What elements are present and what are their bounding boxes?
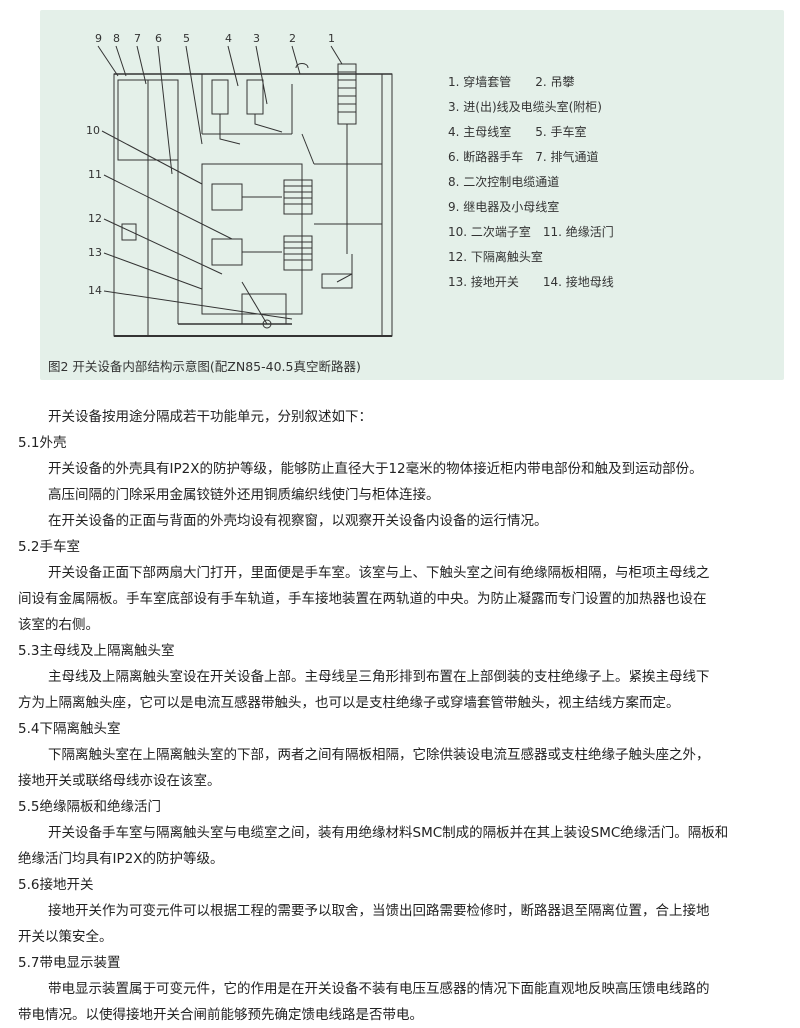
paragraph: 高压间隔的门除采用金属铰链外还用铜质编织线使门与柜体连接。 [48,487,440,503]
callout-8: 8 [113,32,120,45]
paragraph: 间设有金属隔板。手车室底部设有手车轨道，手车接地装置在两轨道的中央。为防止凝露而… [18,591,707,607]
top-callouts: 9 8 7 6 5 4 3 2 1 [95,32,335,45]
section-title-5-1: 5.1外壳 [18,435,67,451]
paragraph: 开关设备手车室与隔离触头室与电缆室之间，装有用绝缘材料SMC制成的隔板并在其上装… [48,825,729,841]
callout-4: 4 [225,32,232,45]
callout-7: 7 [134,32,141,45]
section-title-5-6: 5.6接地开关 [18,877,94,893]
callout-5: 5 [183,32,190,45]
legend-item: 13. 接地开关 14. 接地母线 [448,275,614,289]
paragraph: 接地开关或联络母线亦设在该室。 [18,773,221,789]
figure-caption: 图2 开关设备内部结构示意图(配ZN85-40.5真空断路器) [48,359,361,374]
legend-item: 9. 继电器及小母线室 [448,200,560,214]
paragraph: 下隔离触头室在上隔离触头室的下部，两者之间有隔板相隔，它除供装设电流互感器或支柱… [48,747,710,763]
paragraph: 接地开关作为可变元件可以根据工程的需要予以取舍，当馈出回路需要检修时，断路器退至… [48,903,710,919]
document-body: 开关设备按用途分隔成若干功能单元，分别叙述如下： 5.1外壳 开关设备的外壳具有… [18,404,788,1028]
callout-3: 3 [253,32,260,45]
paragraph: 主母线及上隔离触头室设在开关设备上部。主母线呈三角形排到布置在上部倒装的支柱绝缘… [48,669,710,685]
intro-paragraph: 开关设备按用途分隔成若干功能单元，分别叙述如下： [48,409,372,425]
paragraph: 开关以策安全。 [18,929,113,945]
switchgear-cross-section-drawing: 9 8 7 6 5 4 3 2 1 10 11 12 13 14 [86,32,432,354]
section-title-5-5: 5.5绝缘隔板和绝缘活门 [18,799,161,815]
callout-11: 11 [88,168,102,181]
legend-item: 6. 断路器手车 7. 排气通道 [448,150,599,164]
callout-14: 14 [88,284,102,297]
section-title-5-4: 5.4下隔离触头室 [18,721,121,737]
legend-item: 1. 穿墙套管 2. 吊攀 [448,75,575,89]
drawing-lines [98,46,392,336]
paragraph: 在开关设备的正面与背面的外壳均设有视察窗，以观察开关设备内设备的运行情况。 [48,513,548,529]
lower-contact-insulator [284,236,312,270]
legend-item: 10. 二次端子室 11. 绝缘活门 [448,225,614,239]
legend-item: 8. 二次控制电缆通道 [448,175,560,189]
upper-contact-insulator [284,180,312,214]
callout-10: 10 [86,124,100,137]
legend-item: 3. 进(出)线及电缆头室(附柜) [448,100,602,114]
paragraph: 绝缘活门均具有IP2X的防护等级。 [18,851,224,867]
legend: 1. 穿墙套管 2. 吊攀 3. 进(出)线及电缆头室(附柜) 4. 主母线室 … [448,70,778,295]
callout-12: 12 [88,212,102,225]
paragraph: 方为上隔离触头座，它可以是电流互感器带触头，也可以是支柱绝缘子或穿墙套管带触头，… [18,695,680,711]
legend-item: 4. 主母线室 5. 手车室 [448,125,587,139]
callout-2: 2 [289,32,296,45]
section-title-5-3: 5.3主母线及上隔离触头室 [18,643,175,659]
legend-item: 12. 下隔离触头室 [448,250,543,264]
figure-panel: 9 8 7 6 5 4 3 2 1 10 11 12 13 14 [40,10,784,380]
section-title-5-2: 5.2手车室 [18,539,80,555]
wall-bushing [338,64,356,254]
paragraph: 带电显示装置属于可变元件，它的作用是在开关设备不装有电压互感器的情况下面能直观地… [48,981,710,997]
left-callouts: 10 11 12 13 14 [86,124,102,297]
section-title-5-7: 5.7带电显示装置 [18,955,121,971]
paragraph: 该室的右侧。 [18,617,99,633]
paragraph: 开关设备的外壳具有IP2X的防护等级，能够防止直径大于12毫米的物体接近柜内带电… [48,461,703,477]
callout-6: 6 [155,32,162,45]
callout-9: 9 [95,32,102,45]
paragraph: 开关设备正面下部两扇大门打开，里面便是手车室。该室与上、下触头室之间有绝缘隔板相… [48,565,710,581]
callout-1: 1 [328,32,335,45]
paragraph: 带电情况。以使得接地开关合闸前能够预先确定馈电线路是否带电。 [18,1007,423,1023]
callout-13: 13 [88,246,102,259]
